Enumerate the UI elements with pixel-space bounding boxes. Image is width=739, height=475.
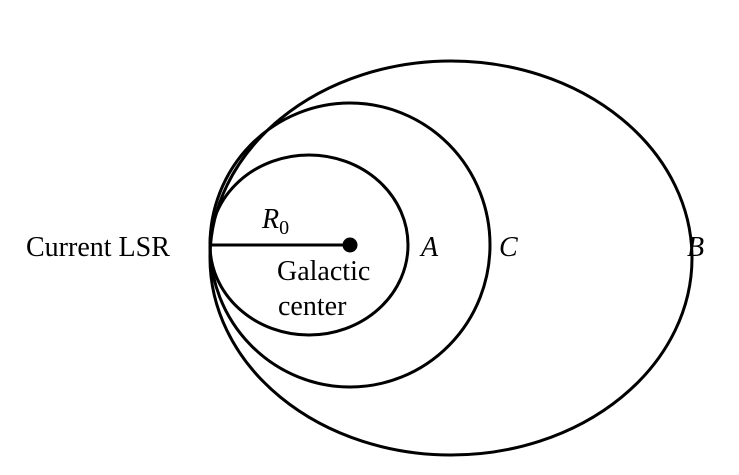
radius-subscript: 0: [279, 217, 289, 239]
galactic-center-label-line2: center: [278, 291, 347, 322]
orbit-c-label: C: [499, 232, 518, 263]
current-lsr-label: Current LSR: [26, 232, 170, 263]
orbit-a-label: A: [419, 232, 439, 263]
orbit-b-label: B: [687, 232, 704, 263]
galactic-center-dot: [342, 237, 358, 253]
radius-label: R0: [261, 204, 289, 239]
radius-symbol: R: [261, 204, 279, 235]
galactic-center-label-line1: Galactic: [277, 256, 370, 287]
